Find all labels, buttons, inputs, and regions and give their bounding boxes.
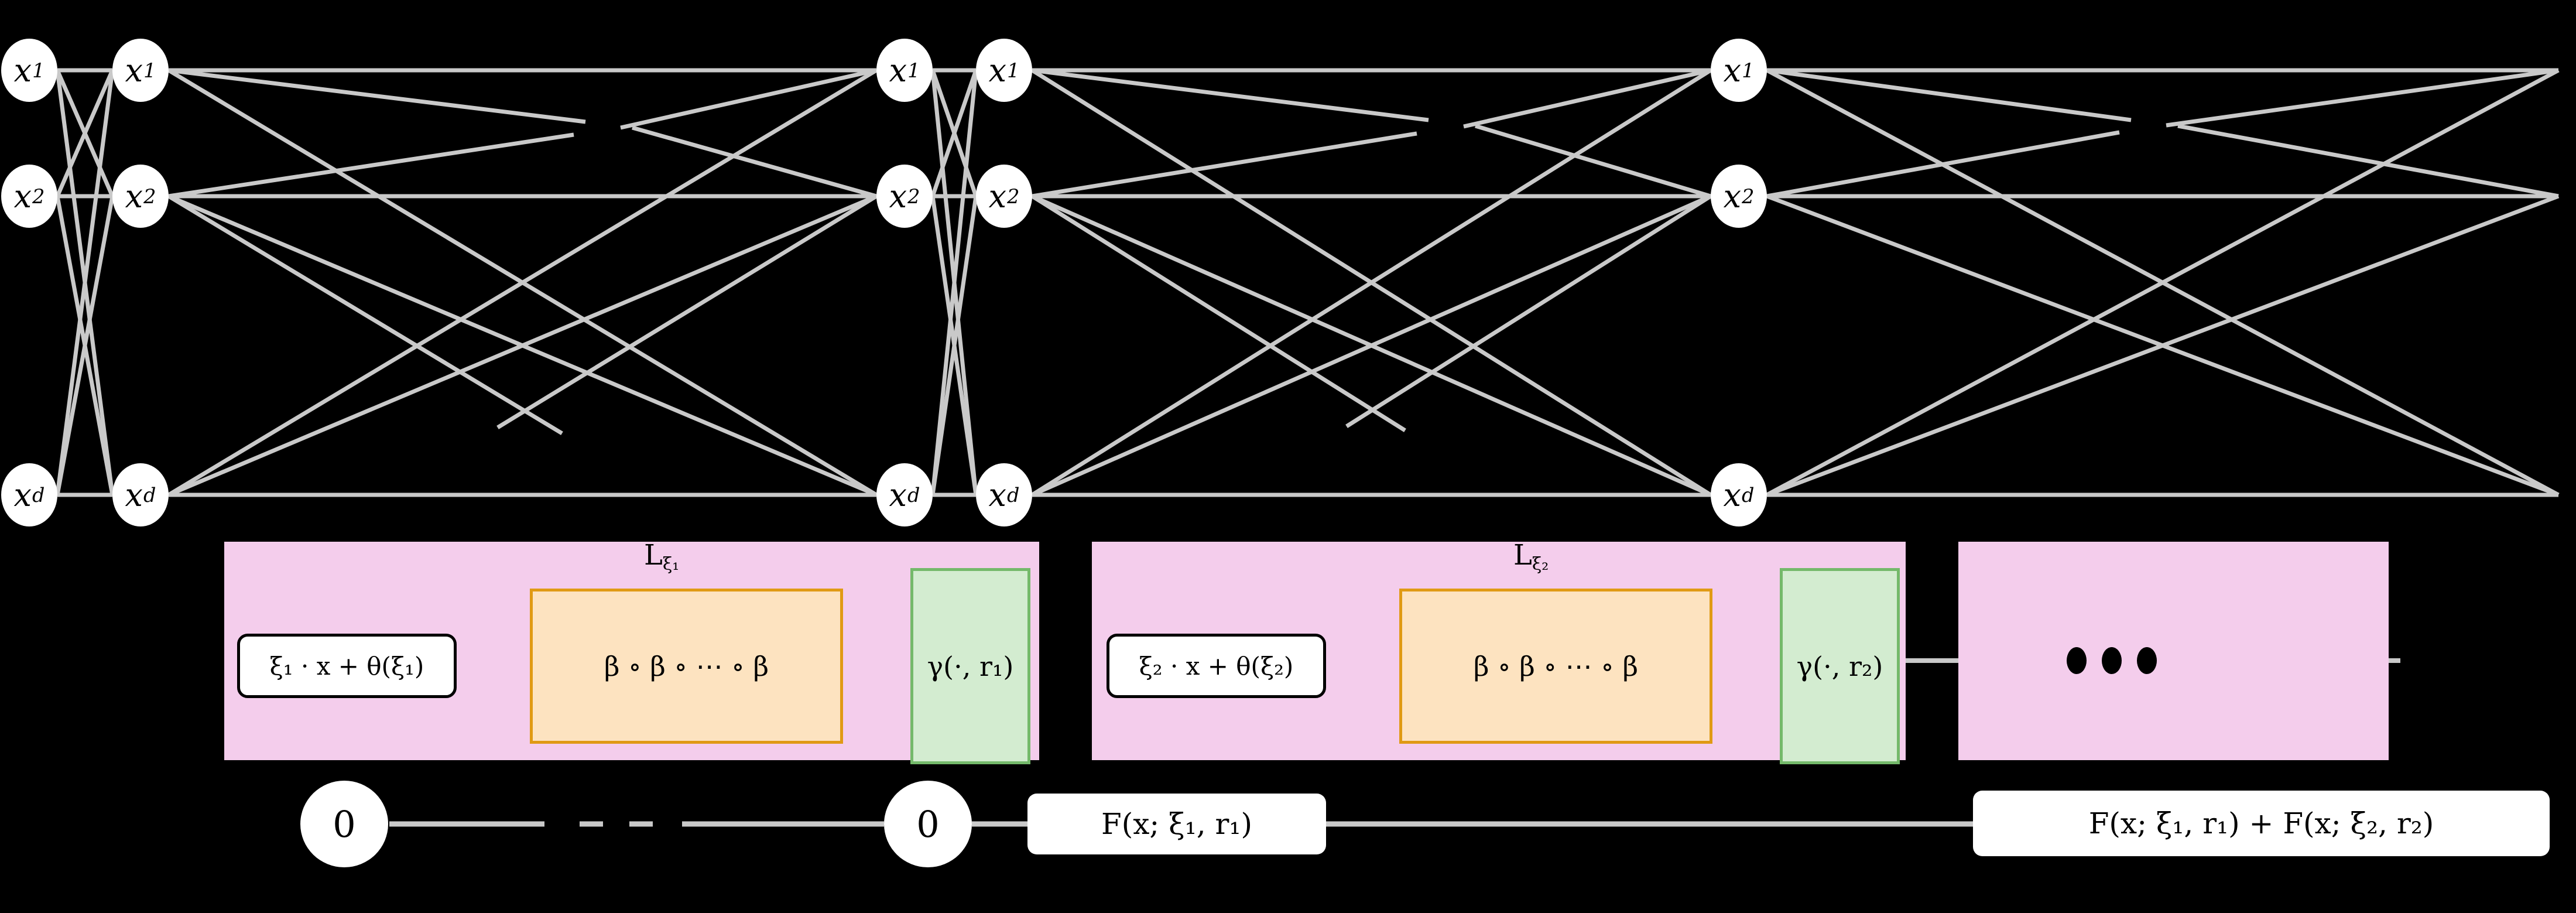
node-label-sub: 2 [907, 184, 920, 208]
accumulator-total-sum-label: F(x; ξ₁, r₁) + F(x; ξ₂, r₂) [2088, 806, 2434, 840]
block-1-composition-label: β ∘ β ∘ ⋯ ∘ β [604, 650, 769, 682]
block-2-composition-label: β ∘ β ∘ ⋯ ∘ β [1473, 650, 1639, 682]
node-label: x [125, 177, 143, 215]
block-1-length-label: Lξ₁ [644, 539, 679, 575]
node-label-sub: d [32, 483, 45, 507]
length-subscript: ξ₁ [662, 553, 680, 575]
node-label: x [889, 52, 907, 89]
length-symbol: L [1513, 539, 1532, 572]
node-label: x [13, 476, 32, 514]
node-label: x [125, 52, 143, 89]
node-label-sub: 1 [1742, 59, 1755, 82]
node-label: x [1723, 476, 1742, 514]
block-3-container[interactable] [1958, 542, 2389, 760]
node-label-sub: 2 [143, 184, 156, 208]
node-label-sub: 1 [32, 59, 45, 82]
block-3-ellipsis-icon [2067, 647, 2157, 674]
node-label: x [125, 476, 143, 514]
accumulator-zero-right[interactable]: 0 [884, 781, 972, 867]
node-label: x [1723, 177, 1742, 215]
block-2-composition-box[interactable]: β ∘ β ∘ ⋯ ∘ β [1399, 589, 1712, 744]
block-2-affine-box[interactable]: ξ₂ · x + θ(ξ₂) [1107, 634, 1326, 698]
node-label-sub: 2 [1742, 184, 1755, 208]
node-label-sub: d [1007, 483, 1020, 507]
node-label: x [1723, 52, 1742, 89]
accumulator-partial-sum-label: F(x; ξ₁, r₁) [1101, 807, 1252, 841]
node-label: x [889, 177, 907, 215]
node-label-sub: d [907, 483, 920, 507]
node-label: x [988, 52, 1007, 89]
accumulator-partial-sum-box[interactable]: F(x; ξ₁, r₁) [1027, 794, 1326, 854]
length-symbol: L [644, 539, 663, 572]
block-1-readout-box[interactable]: γ(·, r₁) [910, 568, 1030, 764]
block-1-affine-box[interactable]: ξ₁ · x + θ(ξ₁) [237, 634, 457, 698]
block-2-readout-label: γ(·, r₂) [1796, 650, 1883, 682]
node-label: x [13, 52, 32, 89]
block-1-affine-label: ξ₁ · x + θ(ξ₁) [269, 651, 424, 681]
block-1-composition-box[interactable]: β ∘ β ∘ ⋯ ∘ β [530, 589, 843, 744]
node-label-sub: 1 [143, 59, 156, 82]
accumulator-zero-left-label: 0 [333, 802, 356, 846]
node-label-sub: 2 [32, 184, 45, 208]
node-label-sub: 1 [907, 59, 920, 82]
node-label-sub: 2 [1007, 184, 1020, 208]
block-2-affine-label: ξ₂ · x + θ(ξ₂) [1139, 651, 1294, 681]
node-label-sub: 1 [1007, 59, 1020, 82]
node-label: x [988, 476, 1007, 514]
accumulator-total-sum-box[interactable]: F(x; ξ₁, r₁) + F(x; ξ₂, r₂) [1973, 791, 2550, 856]
node-label: x [889, 476, 907, 514]
block-2-readout-box[interactable]: γ(·, r₂) [1780, 568, 1900, 764]
node-label: x [988, 177, 1007, 215]
node-label: x [13, 177, 32, 215]
accumulator-zero-right-label: 0 [916, 802, 940, 846]
accumulator-zero-left[interactable]: 0 [300, 781, 388, 867]
block-2-length-label: Lξ₂ [1513, 539, 1549, 575]
node-label-sub: d [1742, 483, 1755, 507]
length-subscript: ξ₂ [1532, 553, 1549, 575]
block-1-readout-label: γ(·, r₁) [927, 650, 1014, 682]
node-label-sub: d [143, 483, 156, 507]
